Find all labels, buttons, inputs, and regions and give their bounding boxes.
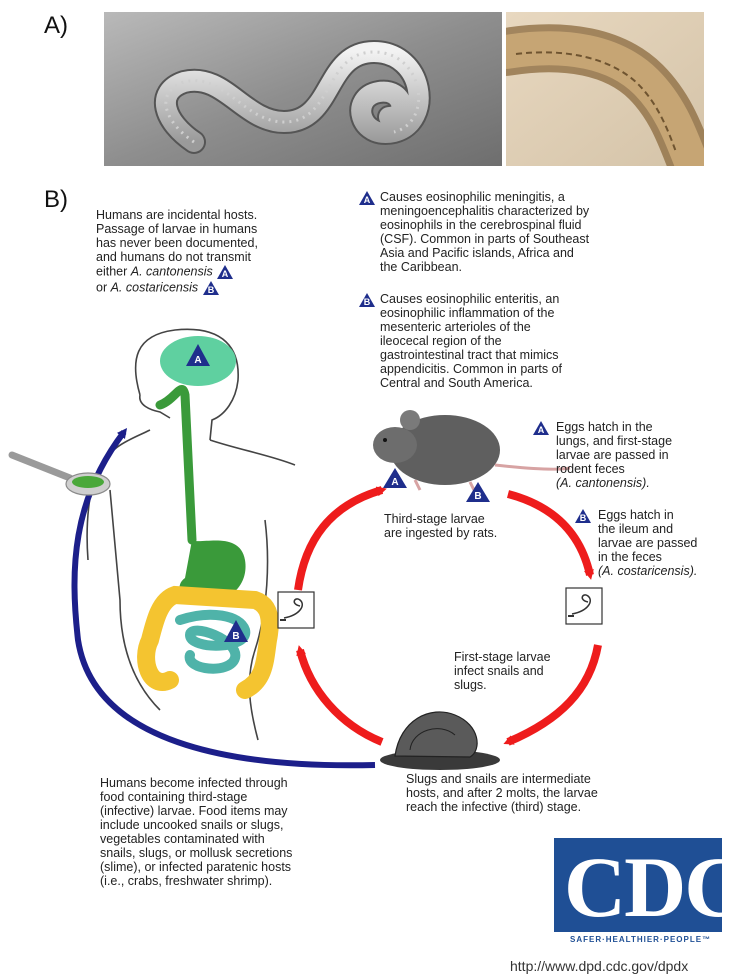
- svg-text:A: A: [364, 195, 371, 205]
- spoon-with-food: [12, 455, 110, 495]
- svg-text:B: B: [207, 285, 214, 295]
- cdc-logo-letters: CDC: [564, 844, 730, 930]
- badge-b-icon: B: [202, 280, 220, 296]
- svg-text:B: B: [232, 631, 239, 642]
- cdc-logo-tagline: SAFER·HEALTHIER·PEOPLE™: [570, 935, 711, 944]
- cycle-arrow-snail-to-larvae: [300, 650, 382, 742]
- snail: [380, 712, 500, 770]
- svg-text:B: B: [474, 491, 481, 502]
- esophagus: [160, 390, 192, 540]
- note-cause-a: A Causes eosinophilic meningitis, a meni…: [358, 190, 658, 274]
- svg-text:B: B: [364, 297, 371, 307]
- panel-a-label: A): [44, 12, 68, 40]
- badge-b-icon: B: [358, 292, 376, 308]
- svg-text:A: A: [391, 477, 398, 488]
- note-eggs-a: A Eggs hatch in the lungs, and first-sta…: [532, 420, 722, 490]
- badge-a-icon: A: [216, 264, 234, 280]
- note-humans-infected: Humans become infected through food cont…: [100, 776, 380, 888]
- note-slugs-snails: Slugs and snails are intermediate hosts,…: [406, 772, 706, 814]
- svg-text:A: A: [222, 269, 229, 279]
- badge-a-icon: A: [358, 190, 376, 206]
- nematode-micrograph-right: [506, 12, 704, 166]
- larva-box-right: [566, 588, 602, 624]
- cdc-logo: CDC SAFER·HEALTHIER·PEOPLE™: [554, 838, 722, 948]
- note-first-stage: First-stage larvae infect snails and slu…: [454, 650, 584, 692]
- badge-b-rat: B: [466, 482, 490, 502]
- larva-box-left: [278, 592, 314, 628]
- svg-text:B: B: [580, 513, 587, 523]
- cycle-arrow-to-rat: [298, 490, 382, 590]
- note-third-stage: Third-stage larvae are ingested by rats.: [384, 512, 544, 540]
- nematode-micrograph-left: [104, 12, 502, 166]
- svg-text:A: A: [194, 355, 201, 366]
- note-cause-b: B Causes eosinophilic enteritis, an eosi…: [358, 292, 658, 390]
- svg-text:A: A: [538, 425, 545, 435]
- note-humans-incidental: Humans are incidental hosts. Passage of …: [96, 208, 316, 296]
- badge-b-icon: B: [574, 508, 592, 524]
- source-url[interactable]: http://www.dpd.cdc.gov/dpdx: [510, 958, 688, 974]
- note-eggs-b: B Eggs hatch in the ileum and larvae are…: [574, 508, 726, 578]
- badge-a-icon: A: [532, 420, 550, 436]
